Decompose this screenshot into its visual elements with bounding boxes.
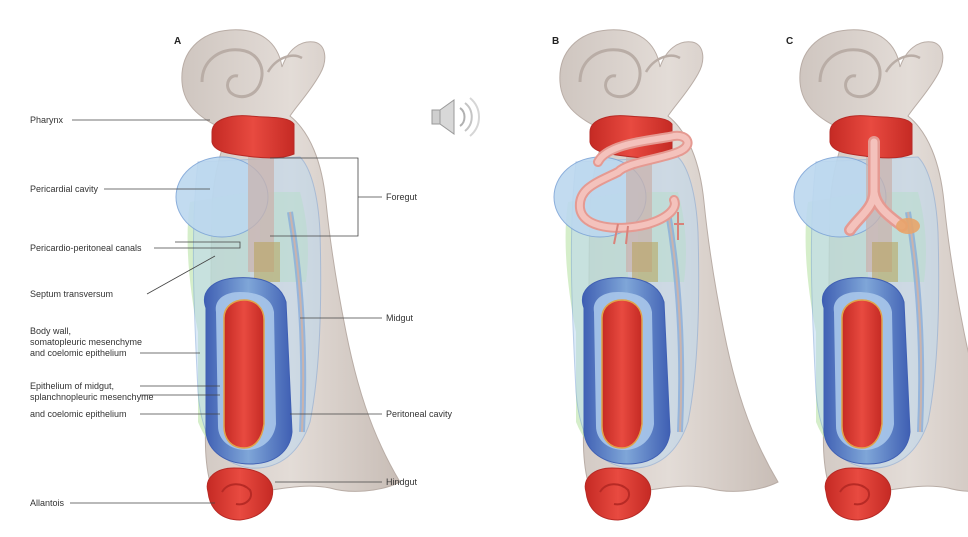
embryo-panel-a	[176, 30, 400, 520]
label-pericardial-cavity: Pericardial cavity	[30, 184, 99, 194]
label-allantois: Allantois	[30, 498, 65, 508]
speaker-icon[interactable]	[431, 97, 480, 137]
panel-letter-b: B	[552, 36, 560, 47]
coiled-gut-b	[574, 130, 693, 245]
label-hindgut: Hindgut	[386, 477, 418, 487]
label-peritoneal-cavity: Peritoneal cavity	[386, 409, 453, 419]
label-body-wall-3: and coelomic epithelium	[30, 348, 127, 358]
embryo-panel-b	[554, 30, 778, 520]
label-midgut: Midgut	[386, 313, 414, 323]
branching-gut-c	[844, 136, 920, 236]
leader-lines	[70, 119, 382, 504]
label-septum-transversum: Septum transversum	[30, 289, 114, 299]
label-body-wall-2: somatopleuric mesenchyme	[30, 337, 143, 347]
panel-letter-c: C	[786, 36, 794, 47]
label-pericardio-peritoneal-canals: Pericardio-peritoneal canals	[30, 243, 142, 253]
label-body-wall-1: Body wall,	[30, 326, 72, 336]
label-pharynx: Pharynx	[30, 115, 64, 125]
label-epithelium-3: and coelomic epithelium	[30, 409, 127, 419]
label-epithelium-1: Epithelium of midgut,	[30, 381, 115, 391]
label-foregut: Foregut	[386, 192, 418, 202]
panel-letter-a: A	[174, 36, 182, 47]
embryo-panel-c	[794, 30, 968, 520]
label-epithelium-2: splanchnopleuric mesenchyme	[30, 392, 154, 402]
